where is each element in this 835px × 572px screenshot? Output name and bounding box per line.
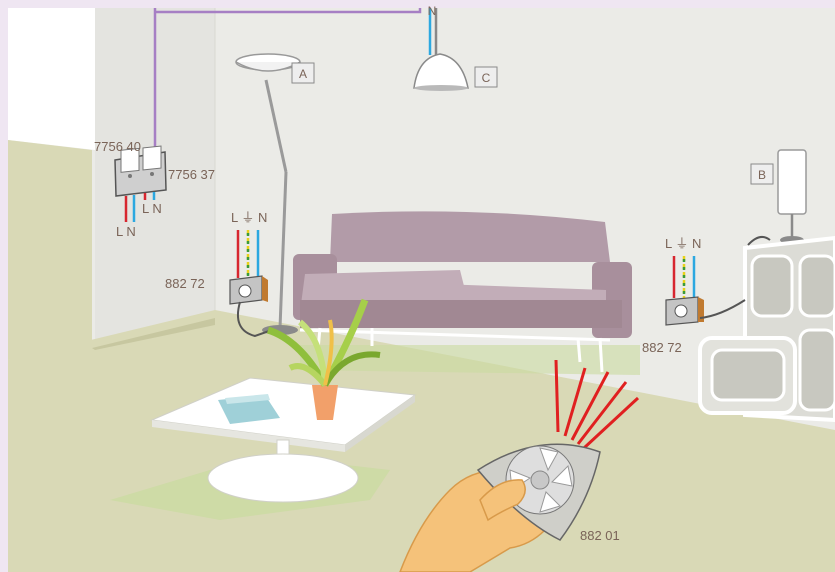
switch-wires-left: L N [116,224,136,239]
module-left-socket [230,276,268,304]
switch-left-ref: 7756 40 [94,139,141,154]
lamp-c-tag: C [482,71,491,85]
doorway-opening [8,8,95,150]
pendant-lamp-rim [414,85,468,91]
module-right-wires: L ⏚ N [665,236,701,251]
switch-wires-right: L N [142,201,162,216]
ceiling-wire-label: N [428,4,437,18]
lamp-a-tag: A [299,67,307,81]
module-left-wires: L ⏚ N [231,210,267,225]
module-left-ref: 882 72 [165,276,205,291]
module-right-socket [666,297,704,325]
doorway-floor [8,140,92,360]
remote-ref: 882 01 [580,528,620,543]
switch-right-ref: 7756 37 [168,167,215,182]
lamp-b-tag: B [758,168,766,182]
module-right-ref: 882 72 [642,340,682,355]
table-lamp-b-shade [778,150,806,214]
